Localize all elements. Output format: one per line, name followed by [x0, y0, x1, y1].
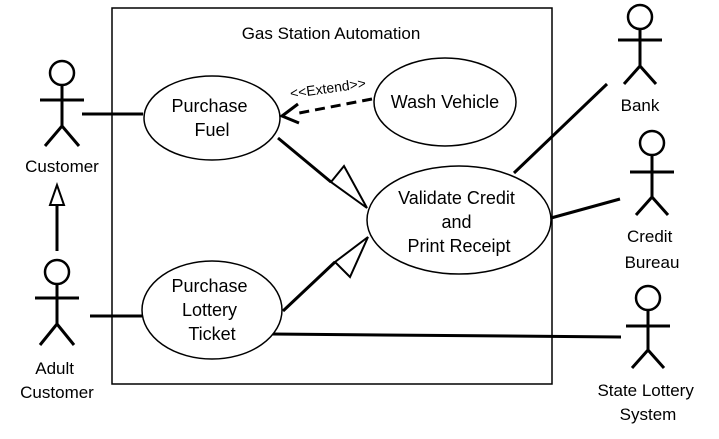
svg-text:Adult Customer: Adult Customer: [20, 359, 94, 402]
assoc-validate-credit-bank: [512, 82, 609, 175]
use-case-label: Print Receipt: [407, 236, 510, 256]
extend-line: [293, 97, 373, 116]
svg-text:Customer: Customer: [25, 157, 99, 176]
actor-label: Bureau: [625, 253, 680, 272]
actor-label: System: [620, 405, 677, 424]
actor-adult-customer[interactable]: Adult Customer: [20, 258, 94, 402]
stick-figure-icon: [626, 284, 670, 369]
svg-text:Bank: Bank: [621, 96, 660, 115]
use-case-label: Fuel: [194, 120, 229, 140]
actor-label: Customer: [20, 383, 94, 402]
actor-bank[interactable]: Bank: [618, 3, 662, 115]
use-case-label: Wash Vehicle: [391, 92, 499, 112]
extend-arrowhead: [278, 102, 300, 125]
extend-label: <<Extend>>: [289, 75, 367, 101]
stick-figure-icon: [35, 258, 79, 346]
generalization-arrowhead: [48, 181, 66, 206]
actor-label: Customer: [25, 157, 99, 176]
generalization-arrowhead: [329, 164, 368, 209]
use-case-label: Ticket: [188, 324, 235, 344]
system-boundary: [111, 7, 553, 385]
actor-credit-bureau[interactable]: Credit Bureau: [625, 129, 680, 272]
stick-figure-icon: [40, 59, 84, 147]
svg-text:Validate Credit and: Validate Credit and Print Receipt: [398, 188, 520, 256]
use-case-wash-vehicle[interactable]: Wash Vehicle: [373, 57, 517, 147]
actor-customer[interactable]: Customer: [25, 59, 99, 176]
use-case-label: Purchase: [171, 96, 247, 116]
generalization-arrowhead: [333, 236, 369, 279]
actor-label: Adult: [35, 359, 74, 378]
use-case-label: Purchase: [171, 276, 247, 296]
actor-label: Credit: [627, 227, 673, 246]
use-case-label: and: [441, 212, 471, 232]
use-case-validate-credit[interactable]: Validate Credit and Print Receipt: [366, 165, 552, 275]
generalization-purchase-lottery-to-validate: [281, 260, 337, 313]
svg-text:Wash Vehicle: Wash Vehicle: [391, 92, 499, 112]
use-case-purchase-lottery-ticket[interactable]: Purchase Lottery Ticket: [141, 260, 283, 360]
assoc-validate-credit-credit-bureau: [550, 197, 621, 220]
assoc-purchase-lottery-state-lottery: [270, 332, 622, 339]
use-case-purchase-fuel[interactable]: Purchase Fuel: [143, 75, 281, 161]
svg-text:Credit Bureau: Credit Bureau: [625, 227, 680, 272]
svg-text:Purchase Fuel: Purchase Fuel: [171, 96, 252, 140]
system-title: Gas Station Automation: [242, 24, 421, 43]
actor-label: State Lottery: [597, 381, 694, 400]
svg-text:State Lottery System: State Lottery System: [597, 381, 698, 424]
stick-figure-icon: [618, 3, 662, 85]
actor-state-lottery-system[interactable]: State Lottery System: [597, 284, 698, 424]
use-case-label: Validate Credit: [398, 188, 515, 208]
generalization-purchase-fuel-to-validate: [277, 136, 332, 184]
svg-text:Purchase Lottery T: Purchase Lottery Ticket: [171, 276, 252, 344]
use-case-label: Lottery: [182, 300, 237, 320]
stick-figure-icon: [630, 129, 674, 216]
actor-label: Bank: [621, 96, 660, 115]
